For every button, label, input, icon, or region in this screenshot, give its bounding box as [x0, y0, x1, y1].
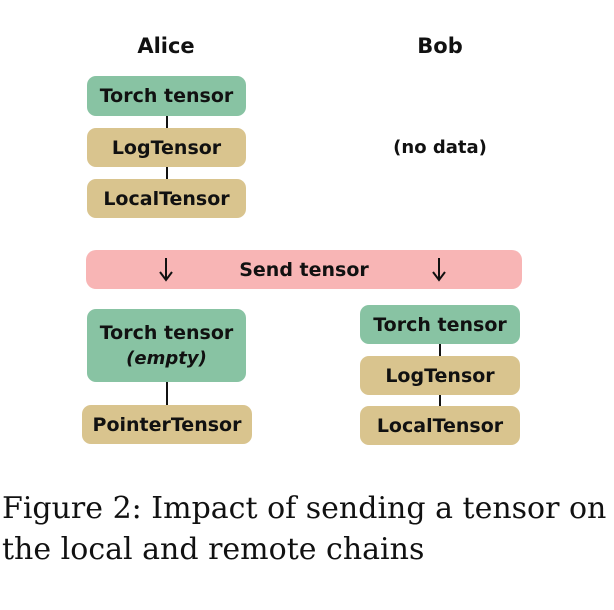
bob-connector-1 [439, 344, 441, 356]
send-tensor-label: Send tensor [239, 258, 369, 281]
alice-torch-tensor-box: Torch tensor [87, 76, 246, 116]
bob-down-arrow-icon [432, 258, 446, 282]
alice-connector-3 [166, 382, 168, 405]
alice-empty-torch-tensor-box: Torch tensor (empty) [87, 309, 246, 382]
alice-pointertensor-box: PointerTensor [82, 405, 252, 444]
alice-down-arrow-icon [159, 258, 173, 282]
bob-torch-tensor-box: Torch tensor [360, 305, 520, 344]
bob-no-data-label: (no data) [393, 137, 487, 158]
bob-torch-tensor-label: Torch tensor [373, 313, 507, 336]
bob-header: Bob [417, 34, 463, 58]
alice-localtensor-label: LocalTensor [103, 187, 230, 210]
send-tensor-bar: Send tensor [86, 250, 522, 289]
alice-empty-torch-tensor-label: Torch tensor [99, 322, 234, 344]
figure-caption: Figure 2: Impact of sending a tensor on … [2, 488, 612, 570]
alice-localtensor-box: LocalTensor [87, 179, 246, 218]
caption-line-1: Figure 2: Impact of sending a tensor on [2, 491, 607, 526]
alice-torch-tensor-label: Torch tensor [99, 85, 234, 107]
alice-connector-1 [166, 116, 168, 128]
bob-logtensor-box: LogTensor [360, 356, 520, 395]
alice-empty-note: (empty) [126, 348, 207, 369]
alice-header: Alice [137, 34, 195, 58]
bob-localtensor-box: LocalTensor [360, 406, 520, 445]
alice-logtensor-label: LogTensor [111, 136, 222, 159]
alice-logtensor-box: LogTensor [87, 128, 246, 167]
bob-localtensor-label: LocalTensor [376, 414, 504, 437]
alice-pointertensor-label: PointerTensor [92, 413, 242, 436]
bob-connector-2 [439, 395, 441, 406]
caption-line-2: the local and remote chains [2, 532, 425, 567]
alice-connector-2 [166, 167, 168, 179]
bob-logtensor-label: LogTensor [385, 364, 495, 387]
